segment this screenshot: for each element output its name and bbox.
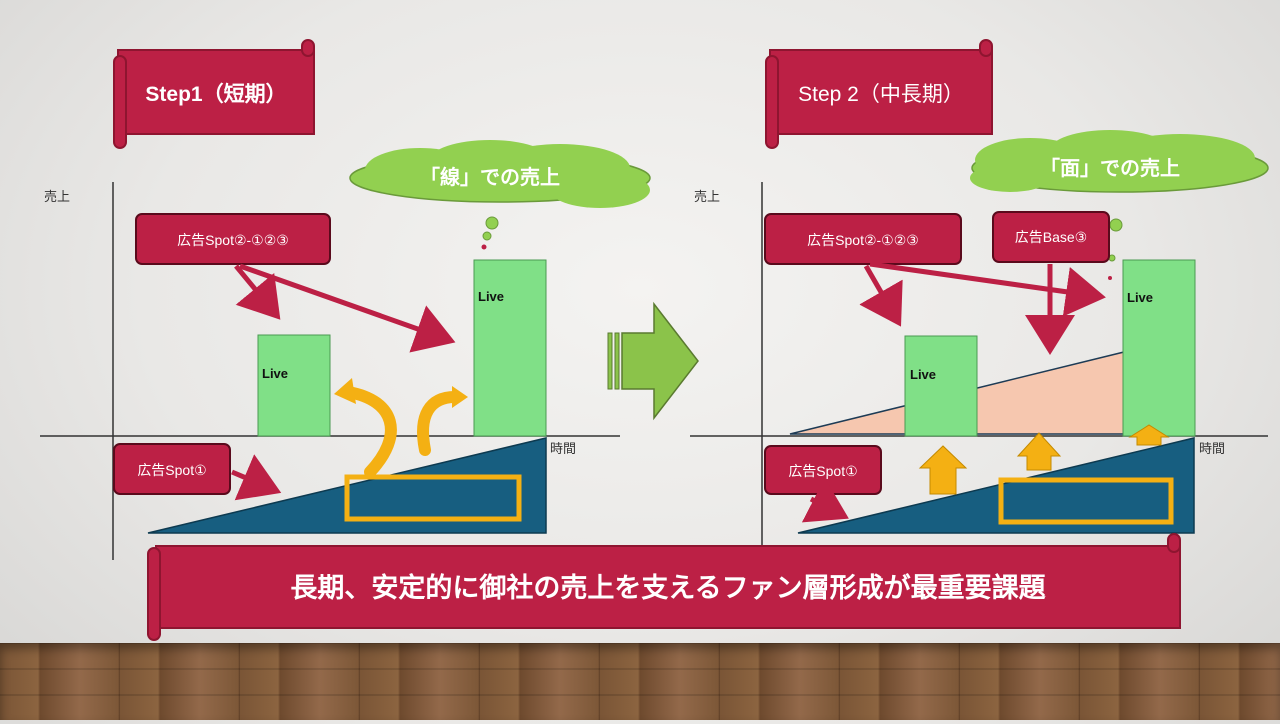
transition-arrow bbox=[607, 301, 699, 421]
step1-scroll: Step1（短期） bbox=[113, 39, 315, 149]
banner-text: 長期、安定的に御社の売上を支えるファン層形成が最重要課題 bbox=[290, 572, 1046, 603]
right-ad-spot-top: 広告Spot②-①②③ bbox=[764, 213, 962, 265]
right-arrow-to-triangle bbox=[801, 478, 849, 523]
right-up-arrow-3 bbox=[1128, 424, 1170, 446]
left-bar-2-label: Live bbox=[478, 289, 504, 304]
left-cloud: 「線」での売上 bbox=[349, 140, 651, 250]
right-x-axis-label: 時間 bbox=[1199, 441, 1225, 456]
right-bar-1 bbox=[904, 335, 978, 437]
left-arrow-to-bar1 bbox=[234, 264, 281, 320]
left-ad-spot-bottom-label: 広告Spot① bbox=[137, 462, 206, 478]
left-arrow-to-triangle bbox=[231, 454, 282, 501]
right-ad-spot-top-label: 広告Spot②-①②③ bbox=[807, 232, 919, 248]
left-curve-arrow-2-head bbox=[452, 386, 468, 408]
left-bar-2 bbox=[473, 259, 547, 437]
step2-scroll: Step 2（中長期） bbox=[765, 39, 993, 149]
right-ad-base: 広告Base③ bbox=[992, 211, 1110, 263]
right-up-arrow-1 bbox=[918, 445, 968, 495]
left-curve-arrow-1 bbox=[342, 386, 397, 478]
left-ad-spot-top: 広告Spot②-①②③ bbox=[135, 213, 331, 265]
left-highlight-box bbox=[344, 474, 522, 522]
left-ad-spot-top-label: 広告Spot②-①②③ bbox=[177, 232, 289, 248]
right-arrow-to-bar2 bbox=[869, 261, 1106, 317]
right-bar-2 bbox=[1122, 259, 1196, 437]
right-cloud: 「面」での売上 bbox=[970, 130, 1269, 280]
left-x-axis-label: 時間 bbox=[550, 441, 576, 456]
right-triangle bbox=[797, 437, 1195, 534]
right-bar-1-label: Live bbox=[910, 367, 936, 382]
step2-title: Step 2（中長期） bbox=[798, 83, 964, 106]
left-ad-spot-bottom: 広告Spot① bbox=[113, 443, 231, 495]
right-cloud-text: 「面」での売上 bbox=[1040, 156, 1180, 180]
right-ad-base-label: 広告Base③ bbox=[1015, 229, 1087, 245]
left-curve-arrow-1-head bbox=[334, 378, 356, 404]
right-highlight-box bbox=[998, 477, 1174, 525]
right-ad-spot-bottom-label: 広告Spot① bbox=[788, 463, 857, 479]
right-up-arrow-2 bbox=[1016, 432, 1062, 471]
left-arrow-to-bar2 bbox=[239, 263, 456, 353]
right-bar-2-label: Live bbox=[1127, 290, 1153, 305]
left-cloud-text: 「線」での売上 bbox=[420, 165, 560, 189]
wooden-floor bbox=[0, 643, 1280, 720]
left-curve-arrow-2 bbox=[417, 391, 461, 456]
left-y-axis-label: 売上 bbox=[44, 189, 70, 204]
right-ad-spot-bottom: 広告Spot① bbox=[764, 445, 882, 495]
right-y-axis-label: 売上 bbox=[694, 189, 720, 204]
bottom-banner: 長期、安定的に御社の売上を支えるファン層形成が最重要課題 bbox=[147, 533, 1181, 641]
left-bar-1 bbox=[257, 334, 331, 437]
left-bar-1-label: Live bbox=[262, 366, 288, 381]
step1-title: Step1（短期） bbox=[145, 82, 286, 106]
right-arrow-to-bar1 bbox=[859, 264, 903, 327]
